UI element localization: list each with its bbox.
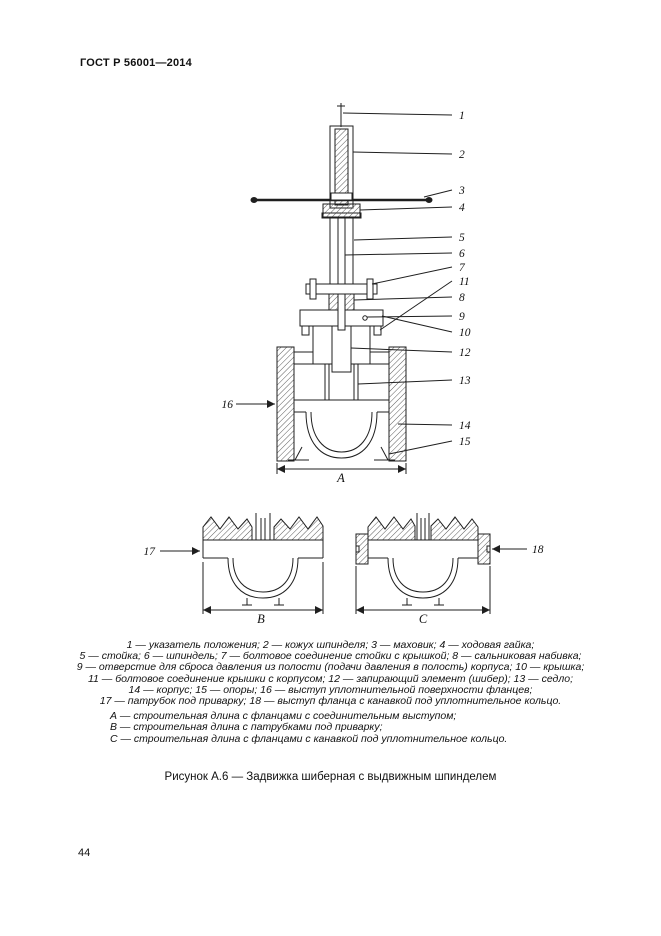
legend-line-2: 5 — стойка; 6 — шпиндель; 7 — болтовое с… (79, 650, 582, 663)
legend-line-4: 11 — болтовое соединение крышки с корпус… (87, 672, 574, 685)
note-line-a: А — строительная длина с фланцами с соед… (110, 710, 457, 722)
gate-slot (416, 513, 430, 540)
figure-legend: 1 — указатель положения; 2 — кожух шпинд… (0, 639, 661, 708)
handwheel (250, 192, 433, 203)
gate-slot (255, 513, 271, 540)
support-feet (242, 598, 284, 606)
callout-label-11: 11 (459, 276, 470, 288)
groove-flange-callout: 18 (492, 544, 544, 556)
callout-label-14: 14 (459, 420, 471, 432)
legend-line-5: 14 — корпус; 15 — опоры; 16 — выступ упл… (128, 683, 533, 696)
callout-label-8: 8 (459, 292, 465, 304)
spindle (337, 217, 346, 331)
callout-label-9: 9 (459, 311, 465, 323)
callout-label-4: 4 (459, 202, 465, 214)
dimension-c: C (355, 566, 491, 626)
weld-nozzle-callout: 17 (144, 546, 200, 558)
drive-nut (322, 203, 361, 218)
legend-line-3: 9 — отверстие для сброса давления из пол… (76, 661, 585, 674)
valve-body (276, 326, 407, 462)
pressure-relief-hole (362, 315, 368, 321)
support-feet (402, 598, 444, 606)
figure-b-weld-ends: 17 B (144, 513, 324, 626)
callout-label-15: 15 (459, 436, 471, 448)
dimension-notes: А — строительная длина с фланцами с соед… (110, 710, 508, 745)
gate-slab (331, 325, 352, 373)
spindle-cover (329, 125, 354, 209)
callout-label-18: 18 (532, 544, 544, 556)
dim-label-c: C (419, 612, 428, 626)
legend-line-1: 1 — указатель положения; 2 — кожух шпинд… (126, 639, 535, 651)
callout-labels: 1 2 3 4 5 6 7 11 8 9 10 12 13 14 15 16 (222, 110, 471, 448)
callout-label-10: 10 (459, 327, 471, 339)
page-number: 44 (78, 847, 91, 859)
callout-label-2: 2 (459, 149, 465, 161)
position-indicator (337, 103, 345, 127)
figure-caption: Рисунок А.6 — Задвижка шиберная с выдвиж… (164, 771, 497, 783)
dimension-b: B (202, 562, 324, 626)
note-line-c: С — строительная длина с фланцами с кана… (110, 732, 508, 745)
figure-a6-drawing: A 1 2 (144, 103, 544, 626)
dimension-a: A (276, 463, 407, 485)
dim-label-a: A (336, 471, 345, 485)
dim-label-b: B (257, 612, 265, 626)
figure-c-groove-flanges: 18 C (355, 513, 544, 626)
main-valve-figure: A 1 2 (222, 103, 471, 485)
support-feet (288, 446, 395, 461)
callout-label-7: 7 (459, 262, 466, 274)
callout-label-5: 5 (459, 232, 465, 244)
callout-label-6: 6 (459, 248, 465, 260)
callout-label-16: 16 (222, 399, 234, 411)
legend-line-6: 17 — патрубок под приварку; 18 — выступ … (99, 695, 562, 708)
callout-label-1: 1 (459, 110, 465, 122)
callout-label-12: 12 (459, 347, 471, 359)
document-header: ГОСТ Р 56001—2014 (80, 57, 192, 69)
callout-label-17: 17 (144, 546, 157, 558)
note-line-b: В — строительная длина с патрубками под … (110, 721, 383, 734)
callout-leaders (236, 112, 453, 455)
callout-label-3: 3 (458, 185, 465, 197)
callout-label-13: 13 (459, 375, 471, 387)
